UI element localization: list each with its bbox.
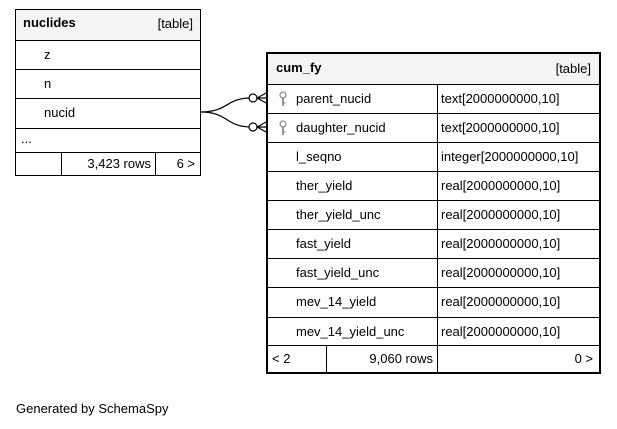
- column-type: real[2000000000,10]: [441, 294, 561, 310]
- table-name[interactable]: nuclides: [23, 15, 76, 30]
- table-footer: < 2 9,060 rows 0 >: [268, 345, 599, 374]
- row-count: 9,060 rows: [369, 351, 433, 366]
- column-row[interactable]: fast_yield_unc real[2000000000,10]: [268, 258, 599, 288]
- column-type: real[2000000000,10]: [441, 265, 561, 281]
- table-kind: [table]: [157, 16, 193, 31]
- column-name: mev_14_yield_unc: [296, 323, 405, 339]
- table-kind: [table]: [555, 61, 591, 76]
- column-name: ther_yield: [296, 178, 353, 194]
- ellipsis-row: ...: [16, 128, 200, 152]
- column-type: real[2000000000,10]: [441, 236, 561, 252]
- table-name[interactable]: cum_fy: [276, 60, 322, 75]
- column-type: integer[2000000000,10]: [441, 149, 579, 165]
- table-cum-fy[interactable]: cum_fy [table] parent_nucid text[20000000…: [266, 52, 601, 374]
- column-name: ther_yield_unc: [296, 207, 381, 223]
- column-type: real[2000000000,10]: [441, 178, 561, 194]
- edge-parent-nucid: [200, 97, 252, 113]
- column-type: text[2000000000,10]: [441, 120, 560, 136]
- column-row[interactable]: daughter_nucid text[2000000000,10]: [268, 113, 599, 143]
- edge-optional-circle: [248, 93, 258, 103]
- table-header: nuclides [table]: [16, 10, 200, 40]
- column-row[interactable]: mev_14_yield real[2000000000,10]: [268, 287, 599, 317]
- column-name: fast_yield: [296, 236, 351, 252]
- column-name: z: [44, 47, 51, 62]
- row-count: 3,423 rows: [87, 156, 151, 171]
- column-row[interactable]: mev_14_yield_unc real[2000000000,10]: [268, 316, 599, 346]
- foreign-key-icon: [279, 91, 287, 106]
- column-row[interactable]: fast_yield real[2000000000,10]: [268, 229, 599, 259]
- column-row[interactable]: nucid: [16, 98, 200, 128]
- column-type: text[2000000000,10]: [441, 91, 560, 106]
- foreign-key-icon: [279, 120, 287, 136]
- table-header: cum_fy [table]: [268, 54, 599, 84]
- column-name: n: [44, 76, 52, 91]
- children-count-link[interactable]: 6 >: [176, 156, 195, 171]
- edge-daughter-nucid: [200, 111, 252, 128]
- children-count-link[interactable]: 0 >: [574, 351, 593, 366]
- column-name: parent_nucid: [296, 91, 372, 106]
- column-name: daughter_nucid: [296, 120, 386, 136]
- table-footer: 3,423 rows 6 >: [16, 152, 200, 175]
- edge-optional-circle: [248, 122, 258, 132]
- table-nuclides[interactable]: nuclides [table] z n nucid ... 3,423 row…: [15, 9, 201, 176]
- ellipsis: ...: [21, 131, 32, 146]
- column-name: nucid: [44, 105, 76, 120]
- column-name: l_seqno: [296, 149, 342, 165]
- column-row[interactable]: ther_yield_unc real[2000000000,10]: [268, 200, 599, 230]
- column-row[interactable]: n: [16, 69, 200, 98]
- column-row[interactable]: l_seqno integer[2000000000,10]: [268, 142, 599, 172]
- column-row[interactable]: ther_yield real[2000000000,10]: [268, 171, 599, 201]
- column-name: fast_yield_unc: [296, 265, 380, 281]
- column-type: real[2000000000,10]: [441, 323, 561, 339]
- column-type: real[2000000000,10]: [441, 207, 561, 223]
- generated-by-footer: Generated by SchemaSpy: [16, 401, 169, 416]
- column-name: mev_14_yield: [296, 294, 377, 310]
- column-row[interactable]: z: [16, 40, 200, 69]
- column-row[interactable]: parent_nucid text[2000000000,10]: [268, 84, 599, 114]
- parents-count-link[interactable]: < 2: [272, 351, 291, 366]
